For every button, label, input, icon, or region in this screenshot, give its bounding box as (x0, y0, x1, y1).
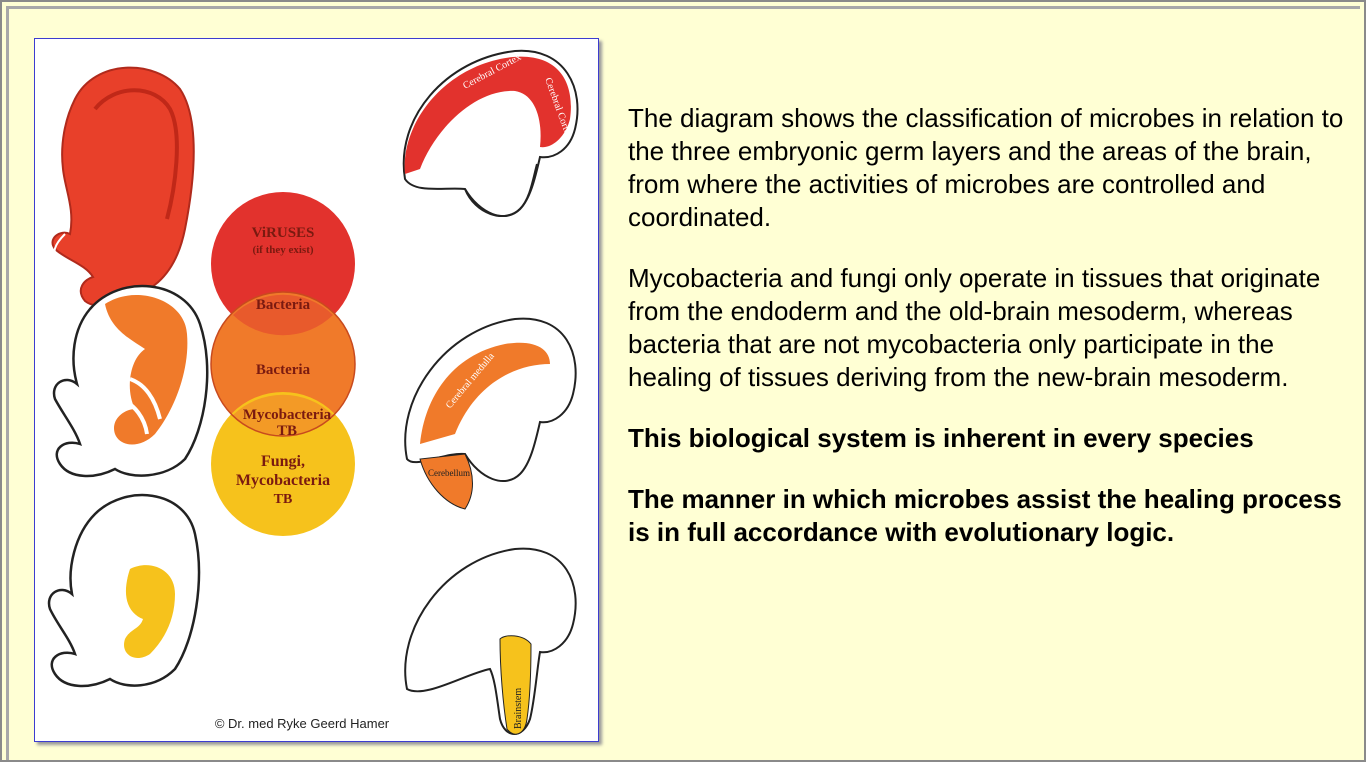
brainstem-label: Brainstem (513, 688, 524, 729)
paragraph-mycobacteria: Mycobacteria and fungi only operate in t… (628, 262, 1348, 394)
embryo-ectoderm-illustration (53, 68, 194, 305)
embryo-mesoderm-illustration (54, 286, 207, 476)
description-text: The diagram shows the classification of … (628, 102, 1348, 577)
brain-cortex-illustration: Cerebral Cortex Cerebral Cortex (404, 51, 578, 216)
tb-label: TB (274, 492, 293, 507)
brain-brainstem-illustration: Brainstem (405, 549, 575, 735)
embryo-brain-figure: Cerebral Cortex Cerebral Cortex Cerebral… (34, 38, 599, 742)
cerebellum-label: Cerebellum (428, 468, 470, 478)
tb-overlap-label: TB (277, 423, 297, 439)
paragraph-classification: The diagram shows the classification of … (628, 102, 1348, 234)
mycobacteria-label: Mycobacteria (236, 472, 330, 489)
fungi-label: Fungi, (261, 453, 305, 470)
bacteria-label: Bacteria (256, 362, 311, 378)
diagram-svg: Cerebral Cortex Cerebral Cortex Cerebral… (35, 39, 598, 741)
viruses-label: ViRUSES (252, 225, 315, 241)
paragraph-evolutionary-logic: The manner in which microbes assist the … (628, 483, 1348, 549)
bacteria-overlap-label: Bacteria (256, 297, 311, 313)
copyright-text: © Dr. med Ryke Geerd Hamer (215, 716, 390, 731)
embryo-endoderm-illustration (49, 495, 199, 686)
brain-medulla-illustration: Cerebral medulla Cerebellum (405, 319, 575, 509)
mycobacteria-overlap-label: Mycobacteria (243, 407, 332, 423)
paragraph-biological-system: This biological system is inherent in ev… (628, 422, 1348, 455)
viruses-sublabel: (if they exist) (252, 244, 313, 256)
